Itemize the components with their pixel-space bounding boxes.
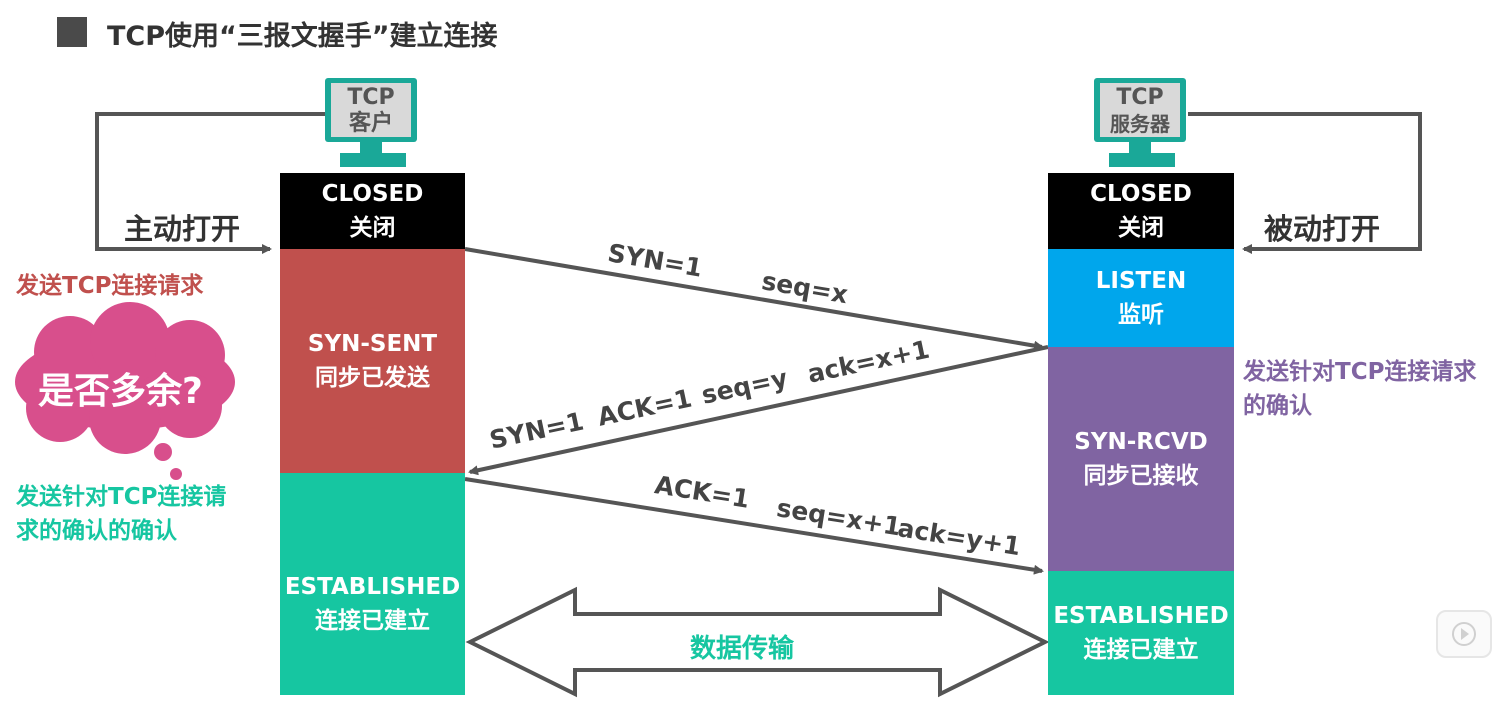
client-monitor-icon (325, 78, 417, 167)
passive-open-label: 被动打开 (1264, 212, 1381, 246)
server-confirm-annotation: 发送针对TCP连接请求 的确认 (1243, 359, 1477, 419)
confirm-confirm-annotation: 发送针对TCP连接请 求的确认的确认 (16, 484, 227, 544)
passive-open-arrow (1188, 112, 1422, 254)
play-button[interactable] (1436, 610, 1492, 658)
send-request-annotation: 发送TCP连接请求 (16, 273, 204, 299)
ack-arrow (464, 477, 1044, 575)
syn-arrow (464, 247, 1044, 351)
active-open-label: 主动打开 (124, 212, 241, 246)
client-monitor-label: TCP 客户 (347, 85, 395, 136)
active-open-arrow (95, 112, 325, 254)
server-monitor-icon (1094, 78, 1186, 167)
data-transfer-arrow (465, 586, 1050, 698)
play-icon (1452, 622, 1476, 646)
question-cloud-icon (15, 302, 235, 480)
syn-ack-arrow (468, 345, 1049, 476)
server-monitor-label: TCP 服务器 (1110, 85, 1170, 136)
title-square-icon (57, 17, 87, 47)
question-text: 是否多余? (38, 371, 203, 412)
page-title: TCP使用“三报文握手”建立连接 (107, 21, 498, 52)
data-transfer-label: 数据传输 (690, 634, 795, 664)
